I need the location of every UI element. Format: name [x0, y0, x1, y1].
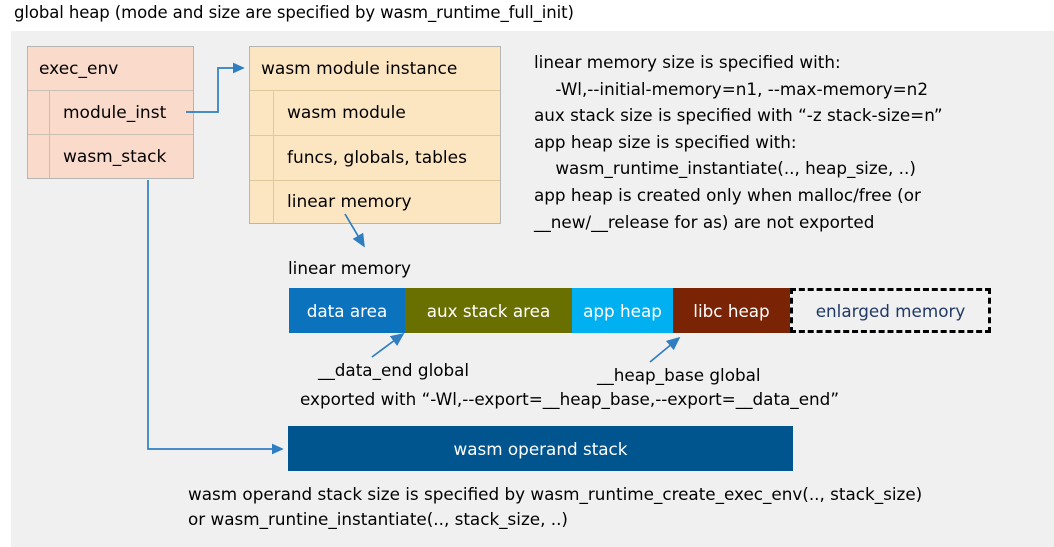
- wasm-module-label: wasm module: [287, 103, 406, 123]
- wasm-operand-stack-box: wasm operand stack: [288, 426, 793, 471]
- funcs-globals-tables-label: funcs, globals, tables: [287, 148, 467, 168]
- operand-stack-footnote: wasm operand stack size is specified by …: [188, 484, 923, 529]
- indent-gutter: [28, 135, 50, 178]
- indent-gutter: [250, 136, 274, 180]
- module-instance-field-funcs-globals-tables: funcs, globals, tables: [250, 136, 500, 181]
- memory-segment-aux-stack-area: aux stack area: [405, 288, 572, 333]
- wasm-module-instance-box: wasm module instance wasm module funcs, …: [249, 46, 501, 224]
- memory-segment-app-heap: app heap: [572, 288, 673, 333]
- exec-env-field-wasm-stack: wasm_stack: [28, 135, 193, 178]
- indent-gutter: [250, 181, 274, 223]
- module-instance-header-row: wasm module instance: [250, 47, 500, 91]
- linear-memory-caption: linear memory: [288, 258, 411, 278]
- exec-env-header-row: exec_env: [28, 47, 193, 91]
- module-instance-field-linear-memory: linear memory: [250, 181, 500, 223]
- wasm-stack-label: wasm_stack: [63, 146, 167, 167]
- indent-gutter: [28, 91, 50, 134]
- exec-env-field-module-inst: module_inst: [28, 91, 193, 135]
- exec-env-header-label: exec_env: [39, 58, 119, 79]
- memory-segment-enlarged-memory: enlarged memory: [790, 288, 991, 333]
- page-title: global heap (mode and size are specified…: [14, 3, 574, 22]
- module-instance-header-label: wasm module instance: [261, 58, 458, 79]
- module-instance-field-wasm-module: wasm module: [250, 91, 500, 136]
- exec-env-box: exec_env module_inst wasm_stack: [27, 46, 194, 179]
- exported-with-label: exported with “-Wl,--export=__heap_base,…: [300, 389, 840, 409]
- data-end-global-label: __data_end global: [318, 360, 470, 380]
- configuration-notes: linear memory size is specified with: -W…: [534, 52, 943, 232]
- memory-segment-libc-heap: libc heap: [673, 288, 790, 333]
- module-inst-label: module_inst: [63, 102, 167, 123]
- heap-base-global-label: __heap_base global: [597, 365, 761, 385]
- linear-memory-field-label: linear memory: [287, 192, 412, 212]
- indent-gutter: [250, 91, 274, 135]
- memory-segment-data-area: data area: [289, 288, 405, 333]
